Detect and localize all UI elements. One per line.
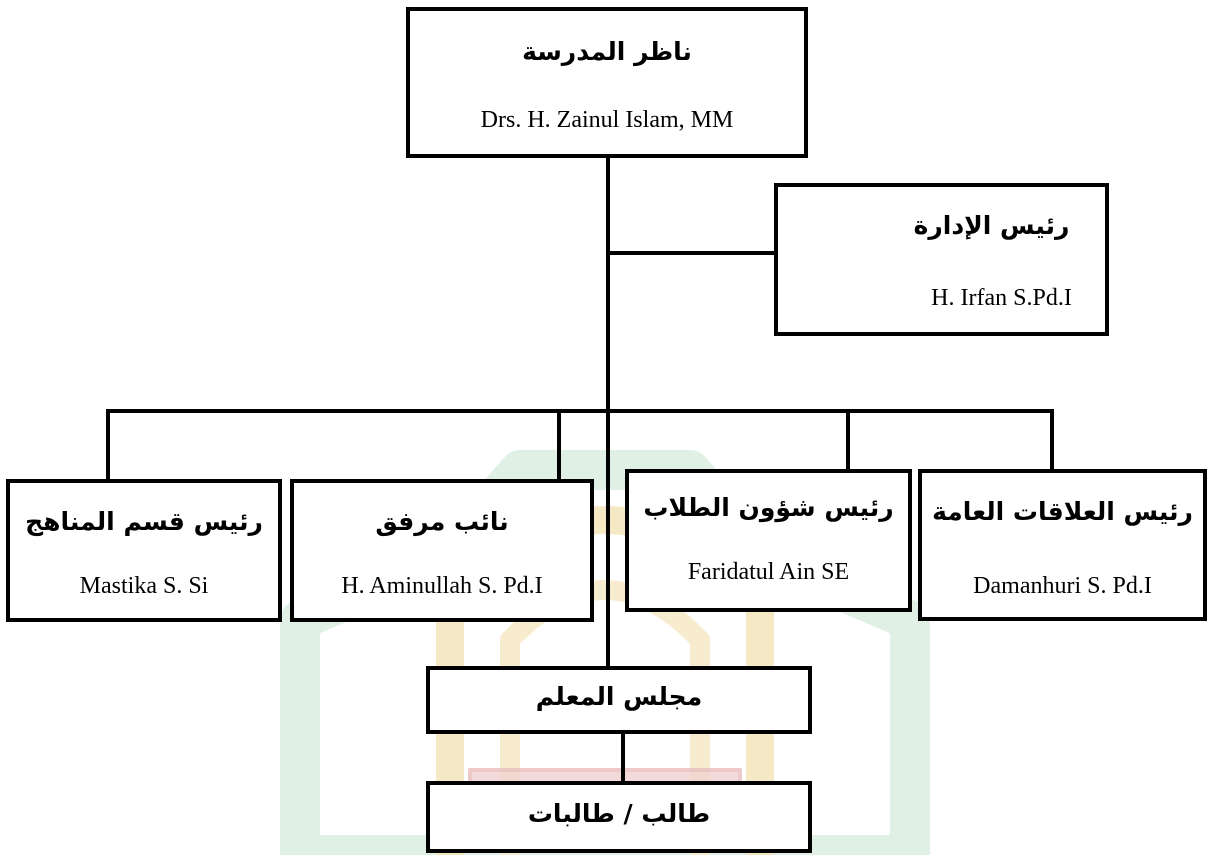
node-principal-name: Drs. H. Zainul Islam, MM xyxy=(480,107,734,133)
node-students-role: طالب / طالبات xyxy=(527,799,711,828)
node-principal: ناظر المدرسة Drs. H. Zainul Islam, MM xyxy=(406,7,808,158)
node-facilities-deputy-name: H. Aminullah S. Pd.I xyxy=(341,573,543,599)
node-curriculum-head-role: رئيس قسم المناهج xyxy=(25,507,263,536)
connector-council-to-students xyxy=(621,731,625,783)
node-public-relations-head-role: رئيس العلاقات العامة xyxy=(932,497,1193,526)
node-admin-head-name: H. Irfan S.Pd.I xyxy=(931,285,1072,311)
node-public-relations-head-name: Damanhuri S. Pd.I xyxy=(973,573,1152,599)
node-students: طالب / طالبات xyxy=(426,781,812,853)
node-principal-role: ناظر المدرسة xyxy=(522,37,692,66)
connector-to-curriculum xyxy=(106,409,110,481)
node-teachers-council: مجلس المعلم xyxy=(426,666,812,734)
connector-to-facilities xyxy=(557,409,561,481)
node-facilities-deputy: نائب مرفق H. Aminullah S. Pd.I xyxy=(290,479,594,622)
node-curriculum-head-name: Mastika S. Si xyxy=(79,573,209,599)
watermark-inner-arch xyxy=(500,580,710,855)
connector-admin-branch xyxy=(606,251,776,255)
node-admin-head: رئيس الإدارة H. Irfan S.Pd.I xyxy=(774,183,1109,336)
connector-dept-bar xyxy=(106,409,1054,413)
node-teachers-council-role: مجلس المعلم xyxy=(535,682,703,711)
node-facilities-deputy-role: نائب مرفق xyxy=(375,507,509,536)
connector-to-public-relations xyxy=(1050,409,1054,472)
node-public-relations-head: رئيس العلاقات العامة Damanhuri S. Pd.I xyxy=(918,469,1207,621)
node-student-affairs-head-name: Faridatul Ain SE xyxy=(687,559,850,585)
node-curriculum-head: رئيس قسم المناهج Mastika S. Si xyxy=(6,479,282,622)
node-student-affairs-head: رئيس شؤون الطلاب Faridatul Ain SE xyxy=(625,469,912,612)
node-admin-head-role: رئيس الإدارة xyxy=(913,211,1070,240)
connector-to-student-affairs xyxy=(846,409,850,471)
node-student-affairs-head-role: رئيس شؤون الطلاب xyxy=(643,493,894,522)
